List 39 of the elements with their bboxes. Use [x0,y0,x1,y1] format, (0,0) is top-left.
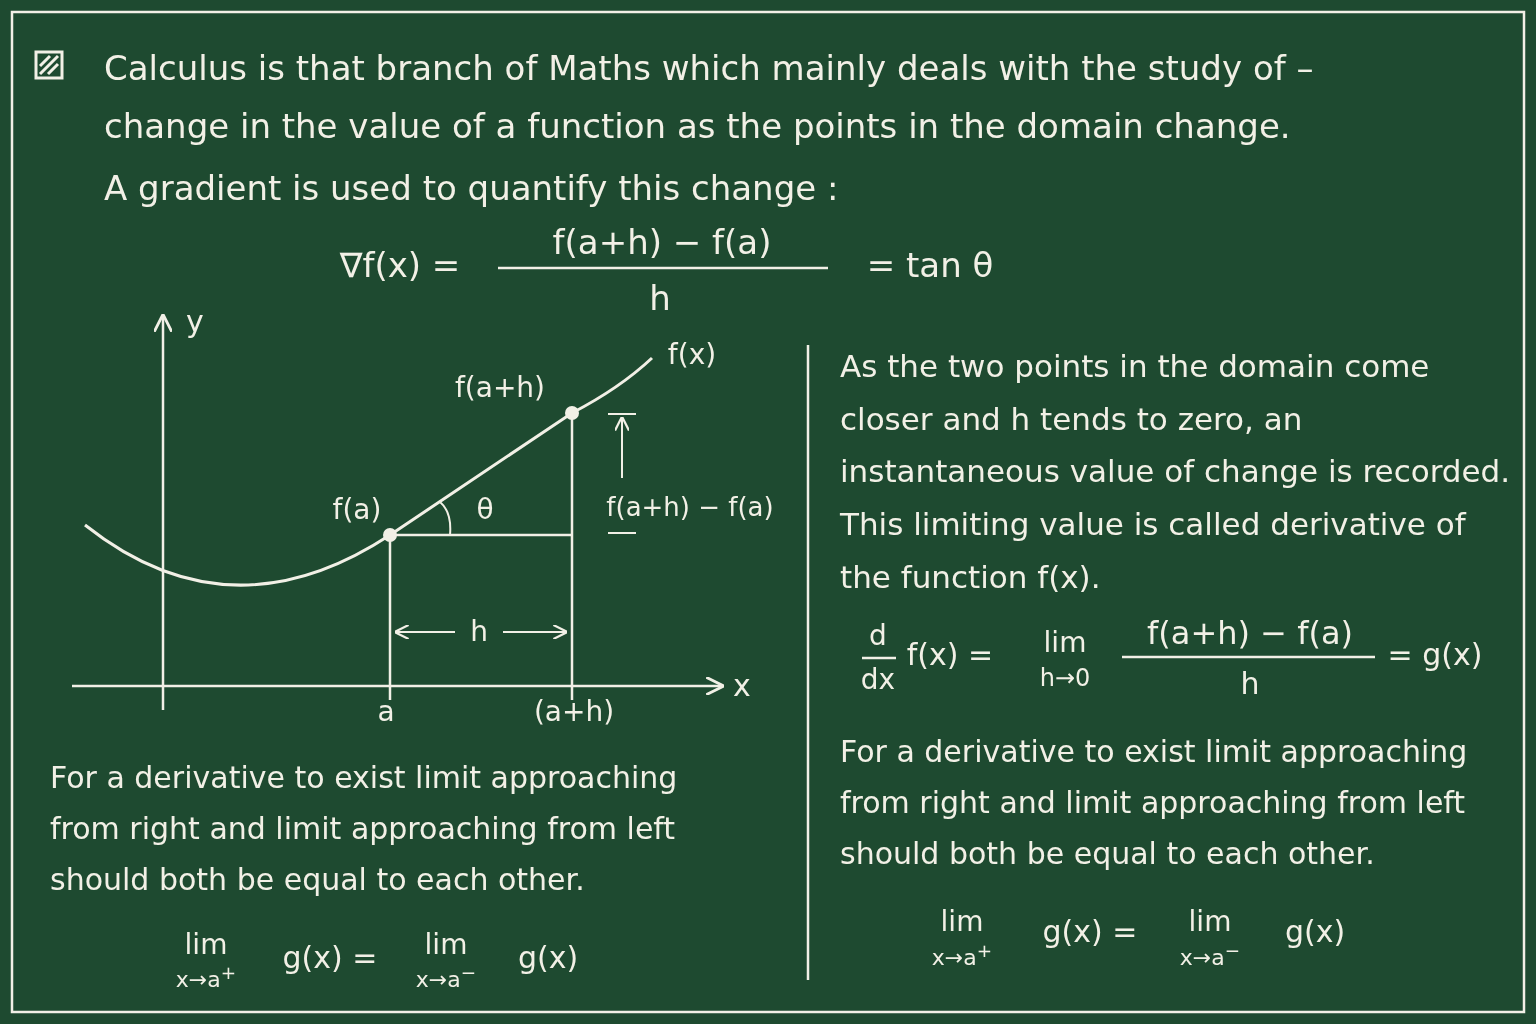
intro-sentence: A gradient is used to quantify this change : [104,167,840,210]
formula-text: g(x) = [282,940,378,976]
condition-paragraph: For a derivative to exist limit approaching from right and limit approaching from left should both be equal to each other. [840,733,1469,873]
numerator: d [869,619,887,653]
numerator: f(a+h) − f(a) [552,221,772,263]
condition-paragraph: For a derivative to exist limit approaching from right and limit approaching from left should both be equal to each other. [50,759,679,899]
formula-text: g(x) [1284,914,1346,950]
limit-text: lim [940,905,984,939]
point-label: f(a+h) [454,371,546,405]
formula-text: = tan θ [866,244,994,286]
formula-text: g(x) = [1042,914,1138,950]
denominator: h [649,277,671,319]
limit-subscript: x→a$^{+}$ [175,962,237,994]
limit-subscript: x→a$^{−}$ [415,962,477,994]
numerator: f(a+h) − f(a) [1147,613,1353,653]
formula-text: ∇f(x) = [339,244,461,286]
limit-text: lim [1188,905,1232,939]
derivative-paragraph: As the two points in the domain come closer and h tends to zero, an instantaneous value of change is recorded. This limiting value is called derivative of the function f(x). [840,347,1512,597]
axis-label: y [186,304,204,340]
curve-label: f(x) [667,338,717,372]
tick-label: a [377,695,395,729]
intro-paragraph: Calculus is that branch of Maths which mainly deals with the study of – change in the value of a function as the points in the domain change. [104,47,1315,148]
limit-text: lim [424,928,468,962]
limit-subscript: x→a$^{−}$ [1179,940,1241,972]
formula-text: f(x) = [906,637,994,673]
dimension-label: h [470,615,488,649]
tick-label: (a+h) [533,695,615,729]
denominator: dx [860,663,896,697]
point-label: f(a) [332,493,382,527]
axis-label: x [733,668,751,704]
formula-text: g(x) [517,940,579,976]
dimension-label: f(a+h) − f(a) [606,492,774,524]
limit-text: lim [184,928,228,962]
limit-subscript: h→0 [1039,663,1091,693]
denominator: h [1240,666,1260,702]
angle-label: θ [476,493,494,527]
limit-subscript: x→a$^{+}$ [931,940,993,972]
limit-text: lim [1043,626,1087,660]
formula-text: = g(x) [1387,637,1483,673]
